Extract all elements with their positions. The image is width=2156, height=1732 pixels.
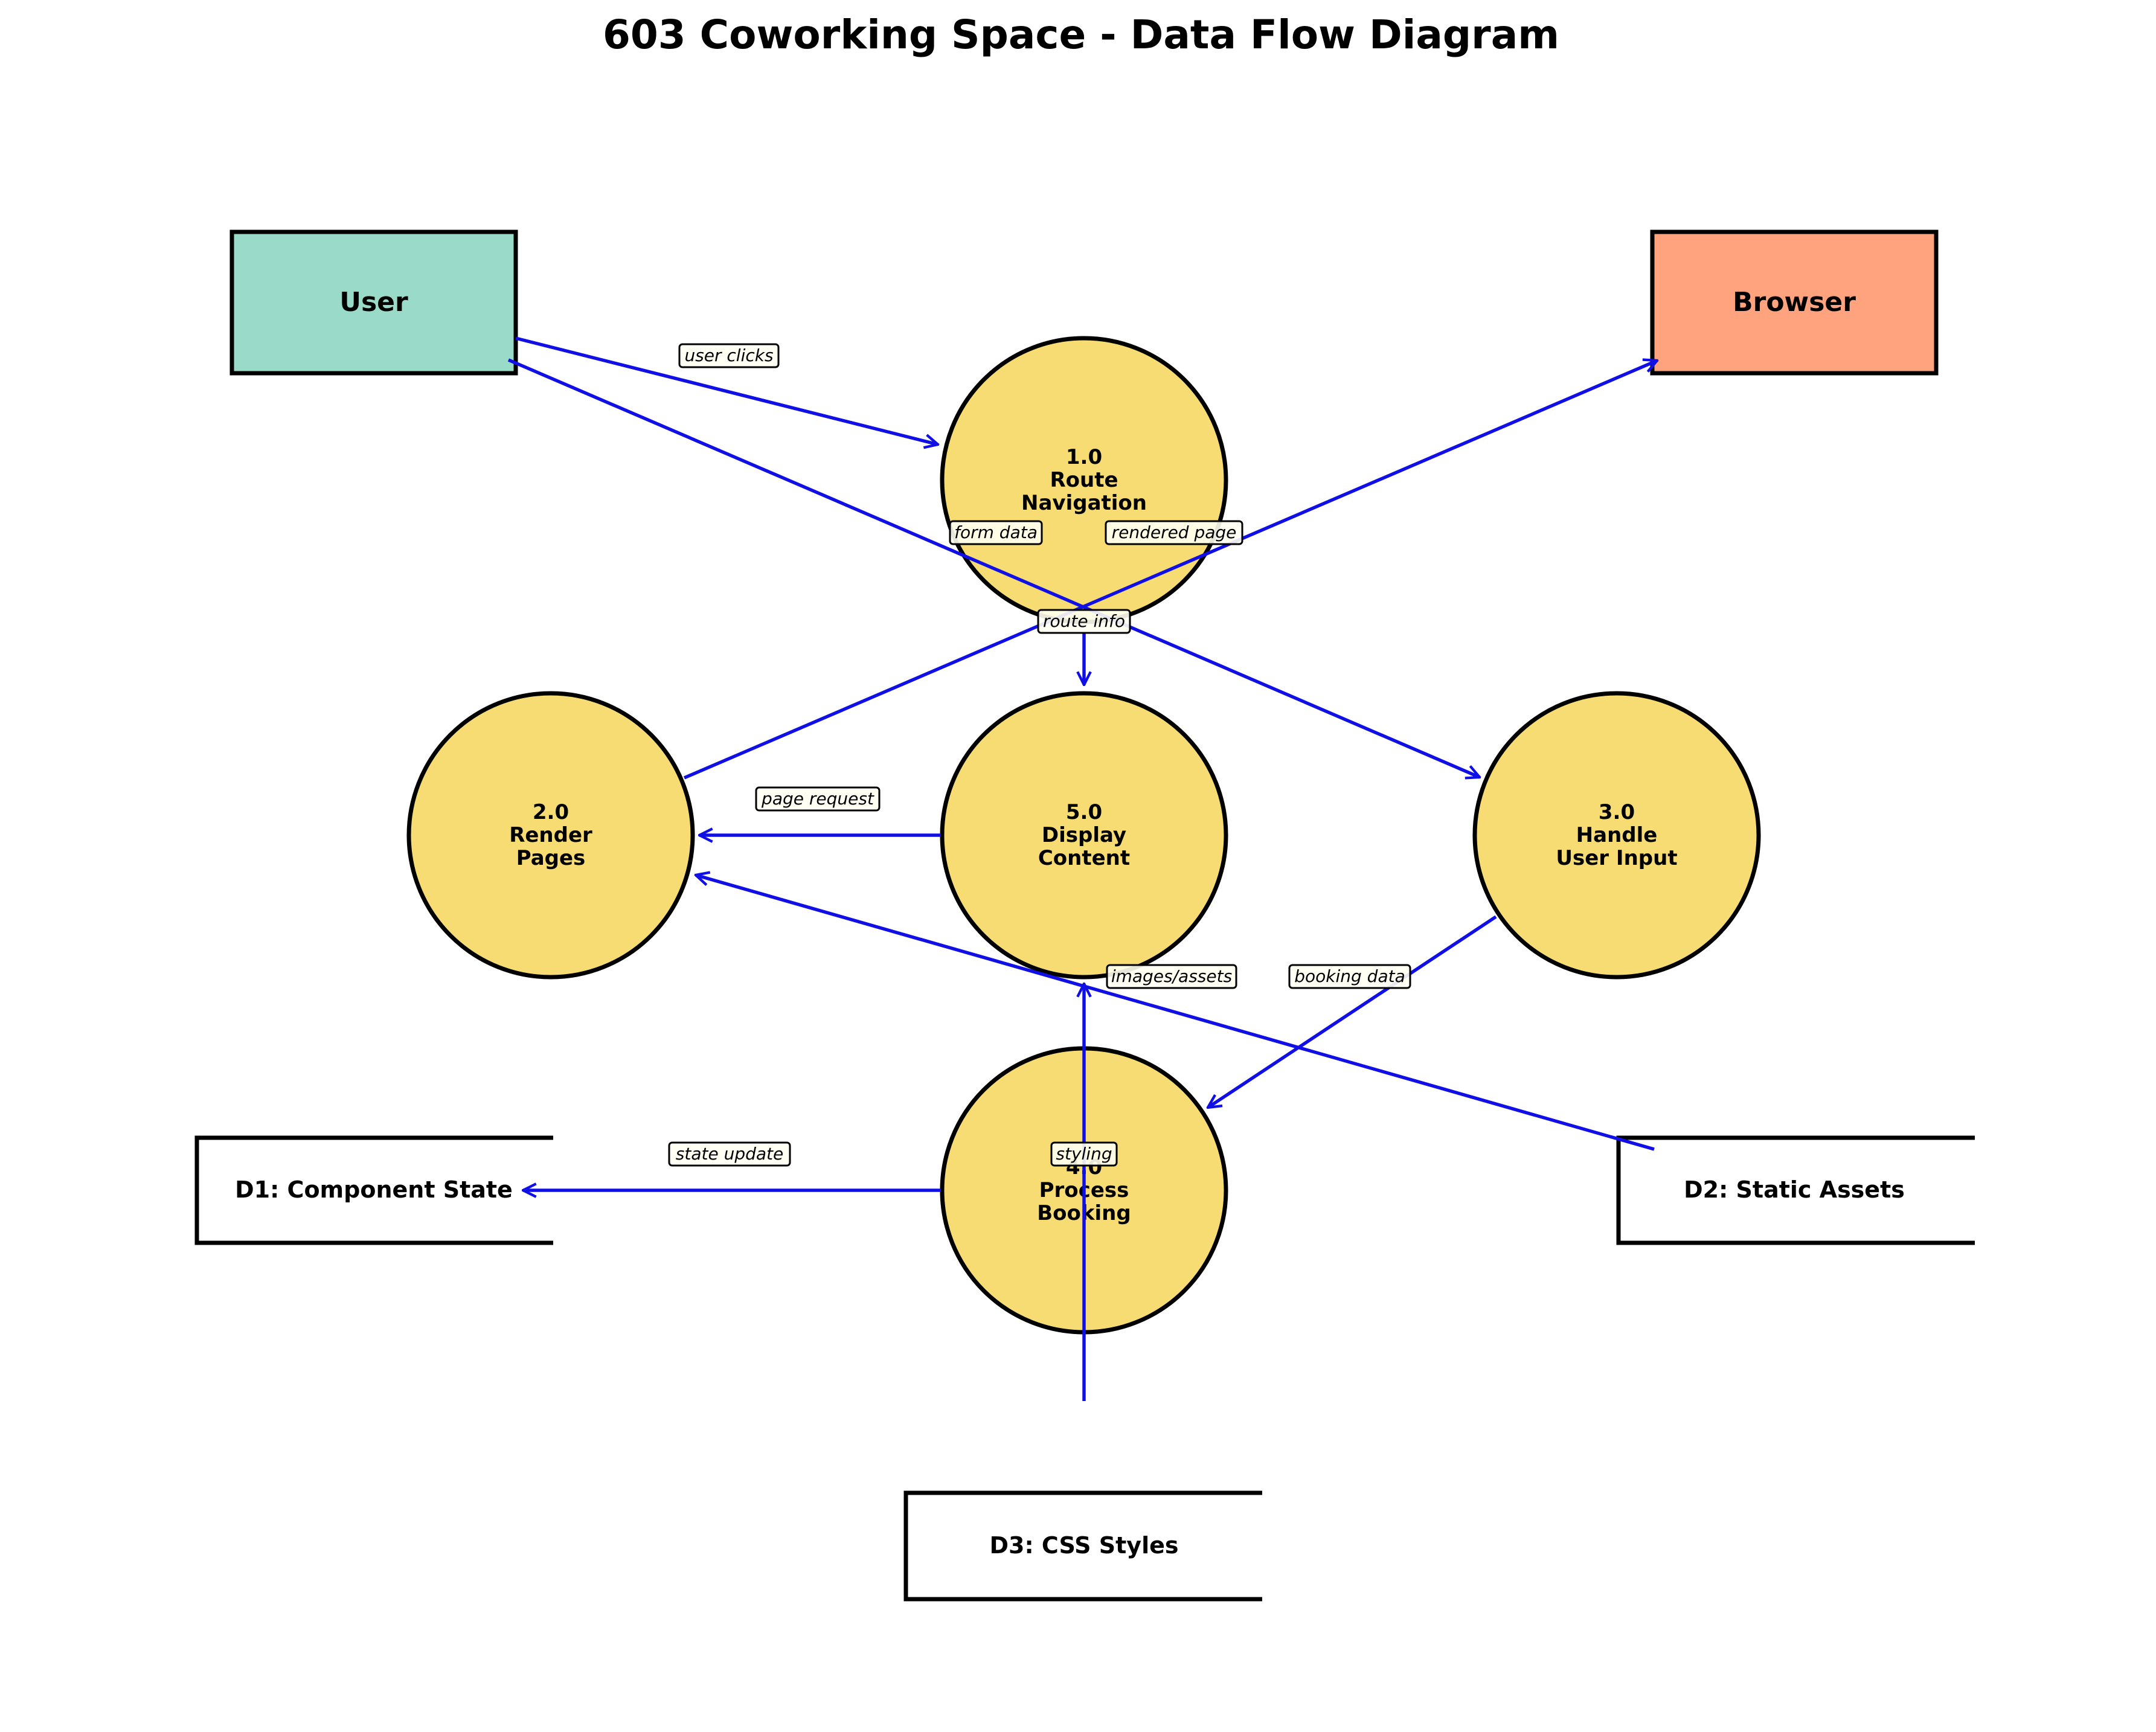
store-outline bbox=[903, 1490, 1262, 1602]
process-name-line2: Navigation bbox=[1021, 491, 1147, 515]
store-label: D2: Static Assets bbox=[1684, 1176, 1905, 1203]
flow-label-page-request: page request bbox=[755, 786, 881, 812]
process-3-handle-user-input: 3.0 Handle User Input bbox=[1472, 691, 1761, 980]
store-d1-component-state: D1: Component State bbox=[194, 1135, 553, 1245]
process-id: 2.0 bbox=[533, 800, 569, 824]
diagram-title: 603 Coworking Space - Data Flow Diagram bbox=[603, 11, 1559, 58]
flow-label-text: route info bbox=[1043, 611, 1125, 631]
flow-label-styling: styling bbox=[1050, 1141, 1118, 1167]
entity-user: User bbox=[229, 229, 518, 376]
flow-label-text: page request bbox=[761, 789, 874, 809]
entity-browser: Browser bbox=[1650, 229, 1939, 376]
flow-label-rendered-page: rendered page bbox=[1105, 520, 1243, 545]
flow-label-state-update: state update bbox=[668, 1141, 791, 1167]
store-label: D1: Component State bbox=[235, 1176, 513, 1203]
process-name-line1: Handle bbox=[1576, 823, 1658, 847]
flow-label-route-info: route info bbox=[1037, 609, 1131, 634]
flow-label-text: rendered page bbox=[1112, 522, 1237, 542]
process-circle bbox=[406, 691, 695, 980]
flow-rendered-page-arrow bbox=[683, 361, 1657, 780]
store-label: D3: CSS Styles bbox=[990, 1532, 1179, 1559]
flow-label-user-clicks: user clicks bbox=[678, 343, 780, 368]
process-circle bbox=[1472, 691, 1761, 980]
flow-booking-data-arrow bbox=[1208, 915, 1497, 1108]
entity-browser-label: Browser bbox=[1733, 287, 1856, 318]
process-1-route-navigation: 1.0 Route Navigation bbox=[940, 336, 1228, 624]
process-name-line1: Render bbox=[509, 823, 592, 847]
store-d3-css-styles: D3: CSS Styles bbox=[903, 1490, 1262, 1602]
process-name-line1: Route bbox=[1050, 468, 1118, 492]
entity-user-label: User bbox=[339, 287, 408, 318]
entity-browser-box bbox=[1650, 229, 1939, 376]
flow-user-clicks-arrow bbox=[515, 336, 938, 444]
flow-label-images-assets: images/assets bbox=[1106, 964, 1237, 989]
flow-labels: user clicks form data rendered page rout… bbox=[668, 343, 1411, 1167]
process-5-display-content: 5.0 Display Content bbox=[940, 691, 1228, 980]
flow-label-text: images/assets bbox=[1111, 966, 1232, 986]
store-d2-static-assets: D2: Static Assets bbox=[1616, 1135, 1975, 1245]
flow-lines bbox=[507, 336, 1657, 1401]
flow-label-form-data: form data bbox=[949, 520, 1043, 545]
store-outline bbox=[194, 1135, 553, 1245]
process-id: 3.0 bbox=[1599, 800, 1635, 824]
process-name-line2: Pages bbox=[516, 846, 586, 870]
flow-form-data-arrow bbox=[507, 358, 1480, 777]
process-name-line2: Content bbox=[1038, 846, 1130, 870]
process-name-line2: User Input bbox=[1556, 846, 1677, 870]
flow-label-booking-data: booking data bbox=[1288, 964, 1411, 989]
process-id: 1.0 bbox=[1066, 445, 1102, 469]
process-id: 5.0 bbox=[1066, 800, 1102, 824]
flow-label-text: styling bbox=[1056, 1144, 1112, 1164]
flow-label-text: state update bbox=[676, 1144, 784, 1164]
flow-images-assets-arrow bbox=[696, 875, 1655, 1151]
flow-label-text: booking data bbox=[1294, 966, 1405, 986]
flow-label-text: form data bbox=[954, 522, 1038, 542]
flow-label-text: user clicks bbox=[684, 345, 773, 365]
process-circle bbox=[940, 691, 1228, 980]
process-2-render-pages: 2.0 Render Pages bbox=[406, 691, 695, 980]
process-name-line1: Display bbox=[1042, 823, 1126, 847]
store-outline bbox=[1616, 1135, 1975, 1245]
entity-user-box bbox=[229, 229, 518, 376]
